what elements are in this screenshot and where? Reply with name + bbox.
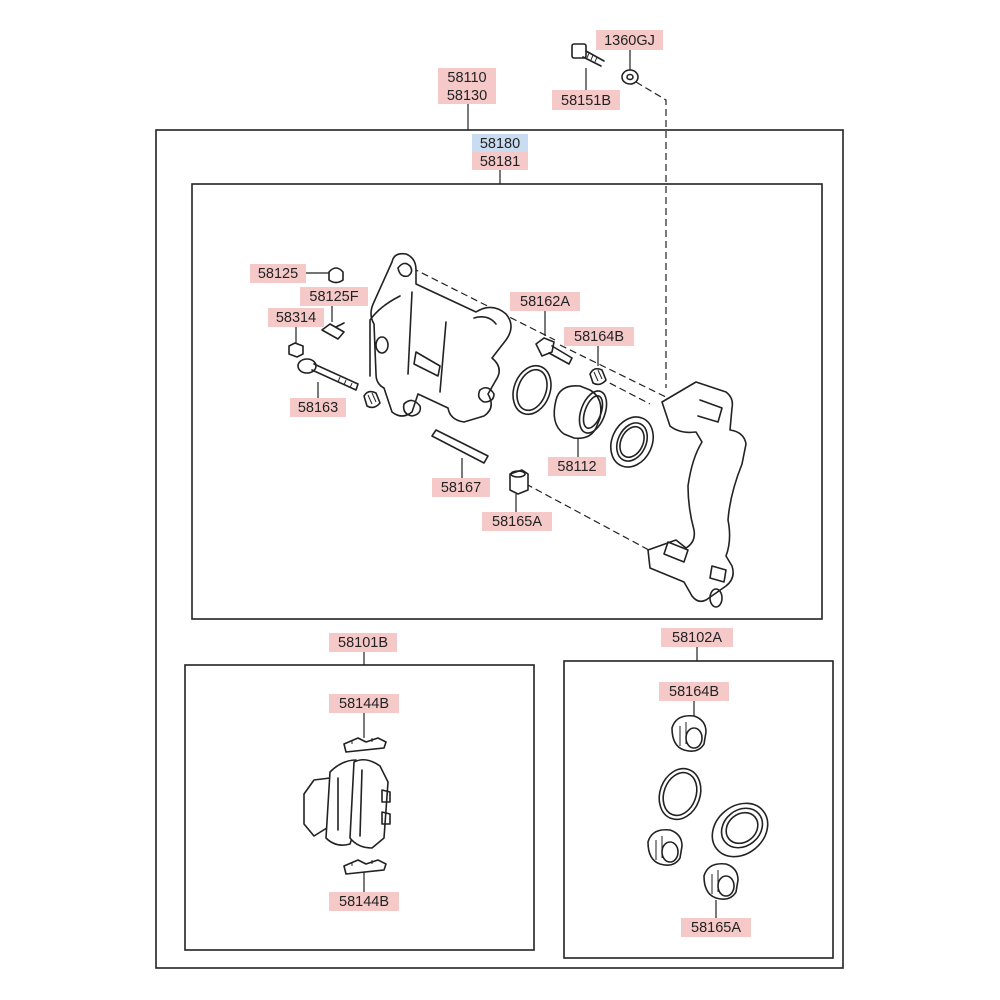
mounting-bolt-icon xyxy=(571,43,605,67)
label-58181[interactable]: 58181 xyxy=(472,152,528,170)
piston-icon xyxy=(553,384,608,440)
dust-boot-icon xyxy=(610,416,654,468)
brake-pads-icon xyxy=(303,758,391,849)
guide-bolt-top-icon xyxy=(535,337,573,365)
svg-text:58125F: 58125F xyxy=(309,289,358,305)
svg-text:58314: 58314 xyxy=(276,310,316,326)
seal-kit-boot-top-icon xyxy=(671,714,707,752)
washer-icon xyxy=(621,69,639,85)
seal-kit-seal-icon xyxy=(658,767,702,821)
guide-pin-icon xyxy=(431,429,489,464)
seal-kit-frame xyxy=(563,660,834,959)
small-boot-icon xyxy=(363,390,381,409)
guide-rod-bolt-icon xyxy=(297,358,359,391)
label-58112[interactable]: 58112 xyxy=(548,457,606,476)
leader-lines xyxy=(295,50,717,918)
label-58163[interactable]: 58163 xyxy=(290,398,346,417)
svg-text:58112: 58112 xyxy=(557,459,596,475)
label-58144b-bottom[interactable]: 58144B xyxy=(329,892,399,911)
svg-text:58102A: 58102A xyxy=(672,630,722,646)
seal-kit-boot-bottom-icon xyxy=(703,862,739,900)
bleeder-screw-icon xyxy=(321,322,345,340)
boot-bottom-icon xyxy=(509,469,529,495)
svg-text:58164B: 58164B xyxy=(574,329,624,345)
label-58167[interactable]: 58167 xyxy=(432,478,490,497)
svg-text:58125: 58125 xyxy=(258,266,298,282)
svg-text:58165A: 58165A xyxy=(691,920,741,936)
svg-text:58181: 58181 xyxy=(480,154,520,170)
svg-text:1360GJ: 1360GJ xyxy=(604,33,655,49)
svg-text:58144B: 58144B xyxy=(339,696,389,712)
label-58180[interactable]: 58180 xyxy=(472,134,528,152)
label-58110[interactable]: 58110 xyxy=(438,68,496,86)
bleeder-cap-icon xyxy=(328,267,344,284)
seal-kit-boot-middle-icon xyxy=(647,828,683,866)
label-58165a-kit[interactable]: 58165A xyxy=(681,918,751,937)
svg-text:58180: 58180 xyxy=(480,136,520,152)
piston-seal-icon xyxy=(512,364,552,416)
label-58162a[interactable]: 58162A xyxy=(510,292,580,311)
svg-text:58162A: 58162A xyxy=(520,294,570,310)
svg-text:58165A: 58165A xyxy=(492,514,542,530)
boot-top-icon xyxy=(589,367,607,386)
caliper-assembly-frame xyxy=(155,129,844,969)
svg-text:58130: 58130 xyxy=(447,88,487,104)
caliper-housing-icon xyxy=(369,252,512,423)
label-58144b-top[interactable]: 58144B xyxy=(329,694,399,713)
label-58164b-kit[interactable]: 58164B xyxy=(659,682,729,701)
svg-text:58110: 58110 xyxy=(447,70,486,86)
svg-text:58151B: 58151B xyxy=(561,93,611,109)
label-58165a-top[interactable]: 58165A xyxy=(482,512,552,531)
pad-spring-bottom-icon xyxy=(343,859,387,875)
label-58130[interactable]: 58130 xyxy=(438,86,496,104)
nut-icon xyxy=(288,342,304,358)
svg-text:58164B: 58164B xyxy=(669,684,719,700)
caliper-bracket-icon xyxy=(647,381,747,608)
label-58102a[interactable]: 58102A xyxy=(661,628,733,647)
pad-spring-top-icon xyxy=(343,737,387,753)
label-58125f[interactable]: 58125F xyxy=(300,287,368,306)
svg-text:58144B: 58144B xyxy=(339,894,389,910)
caliper-body-frame xyxy=(191,183,823,620)
label-58314[interactable]: 58314 xyxy=(268,308,324,327)
label-58164b-top[interactable]: 58164B xyxy=(564,327,634,346)
label-58125[interactable]: 58125 xyxy=(250,264,306,283)
seal-kit-dust-boot-icon xyxy=(711,802,769,858)
label-58101b[interactable]: 58101B xyxy=(329,633,397,652)
svg-text:58163: 58163 xyxy=(298,400,338,416)
pad-kit-frame xyxy=(184,664,535,951)
label-58151b[interactable]: 58151B xyxy=(552,90,620,110)
label-1360gj[interactable]: 1360GJ xyxy=(596,30,663,50)
assembly-dashed-lines xyxy=(411,81,673,557)
svg-text:58101B: 58101B xyxy=(338,635,388,651)
svg-text:58167: 58167 xyxy=(441,480,481,496)
